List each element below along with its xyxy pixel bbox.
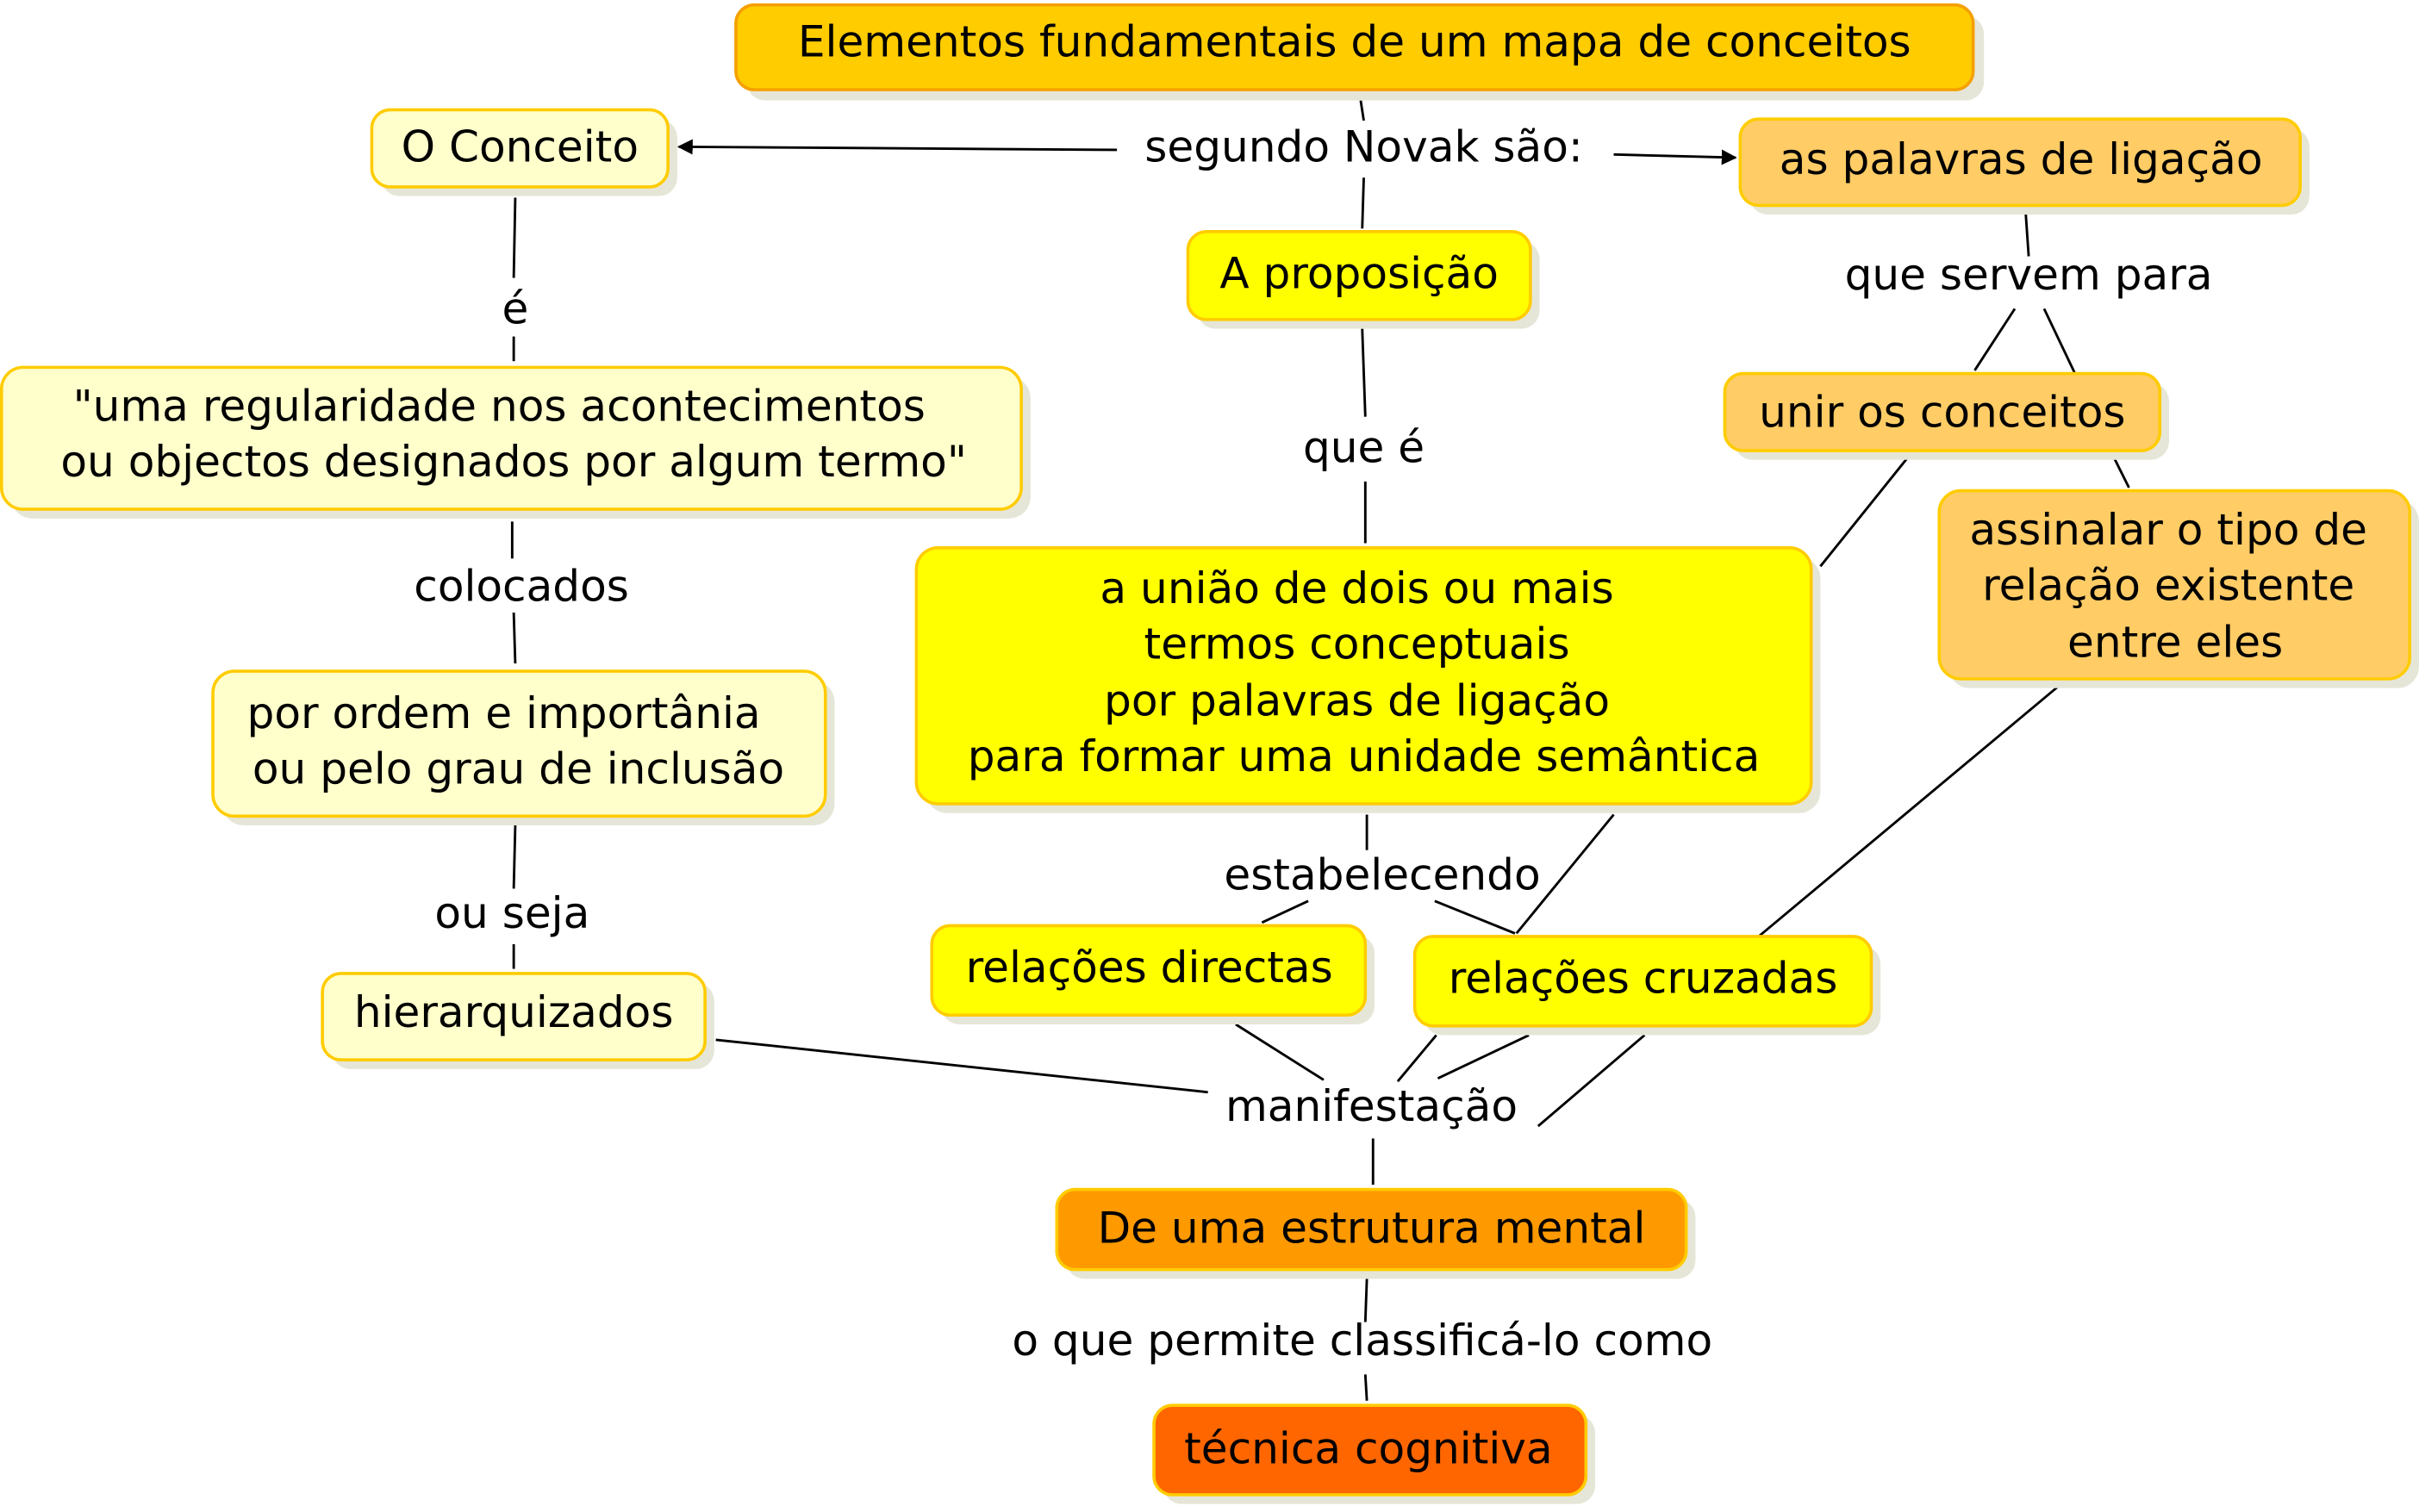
edge (512, 612, 517, 664)
edge (1437, 1034, 1530, 1080)
node-text: unir os conceitos (1759, 386, 2125, 437)
node-proposicao[interactable]: A proposição (1186, 230, 1540, 329)
node-directas[interactable]: relações directas (930, 924, 1375, 1024)
linking-phrases: segundo Novak são: é que servem para que… (414, 121, 2212, 1366)
edge (1363, 1279, 1368, 1322)
node-assinalar[interactable]: assinalar o tipo de relação existente en… (1937, 488, 2419, 688)
edge (1361, 177, 1365, 229)
node-uniao[interactable]: a união de dois ou mais termos conceptua… (914, 546, 1821, 813)
node-hierarquizados[interactable]: hierarquizados (321, 972, 714, 1069)
node-text: De uma estrutura mental (1098, 1202, 1646, 1253)
node-ordem[interactable]: por ordem e importânia ou pelo grau de i… (211, 669, 835, 826)
title-text: Elementos fundamentais de um mapa de con… (798, 16, 1911, 67)
node-cruzadas[interactable]: relações cruzadas (1412, 935, 1881, 1036)
arrow-edge (676, 139, 1118, 155)
node-text: hierarquizados (354, 986, 674, 1037)
link-permite[interactable]: o que permite classificá-lo como (1012, 1315, 1712, 1366)
edge (1819, 456, 1910, 568)
node-tecnica[interactable]: técnica cognitiva (1152, 1403, 1596, 1504)
edge (1515, 813, 1615, 935)
edge (2042, 308, 2077, 375)
link-estabelecendo[interactable]: estabelecendo (1224, 849, 1540, 899)
node-text: O Conceito (402, 121, 639, 171)
node-text: as palavras de ligação (1780, 134, 2263, 184)
link-colocados[interactable]: colocados (414, 561, 629, 612)
edge (1361, 328, 1367, 417)
link-que-e[interactable]: que é (1303, 422, 1425, 473)
edge (1363, 1374, 1368, 1401)
edge (1359, 100, 1365, 121)
edge (1757, 685, 2060, 938)
node-text: relações cruzadas (1449, 952, 1838, 1003)
edge (512, 197, 517, 278)
edge (715, 1038, 1208, 1094)
edge (2024, 211, 2030, 257)
node-text: A proposição (1219, 247, 1499, 298)
edge (1235, 1023, 1325, 1081)
node-text: a união de dois ou mais termos conceptua… (968, 562, 1761, 781)
node-unir[interactable]: unir os conceitos (1723, 371, 2169, 460)
node-text: técnica cognitiva (1184, 1422, 1553, 1473)
connections (510, 100, 2130, 1401)
edge (1261, 899, 1309, 924)
node-regularidade[interactable]: "uma regularidade nos acontecimentos ou … (0, 365, 1031, 519)
edge (1396, 1034, 1437, 1083)
node-text: "uma regularidade nos acontecimentos ou … (60, 380, 967, 486)
edge (1537, 1034, 1646, 1128)
edge (512, 825, 517, 889)
node-estrutura[interactable]: De uma estrutura mental (1055, 1187, 1696, 1279)
edge (1973, 308, 2017, 371)
node-text: por ordem e importânia ou pelo grau de i… (247, 687, 785, 793)
node-conceito[interactable]: O Conceito (370, 108, 677, 196)
arrow-edge (1613, 149, 1737, 165)
link-e[interactable]: é (502, 283, 528, 333)
node-text: relações directas (966, 942, 1333, 992)
edge (1434, 899, 1516, 935)
node-palavras[interactable]: as palavras de ligação (1738, 117, 2310, 215)
node-title[interactable]: Elementos fundamentais de um mapa de con… (734, 3, 1985, 101)
link-ou-seja[interactable]: ou seja (434, 887, 589, 938)
node-text: assinalar o tipo de relação existente en… (1969, 503, 2381, 667)
link-manifestacao[interactable]: manifestação (1225, 1080, 1518, 1131)
link-servem[interactable]: que servem para (1845, 249, 2213, 300)
link-segundo[interactable]: segundo Novak são: (1144, 121, 1582, 171)
